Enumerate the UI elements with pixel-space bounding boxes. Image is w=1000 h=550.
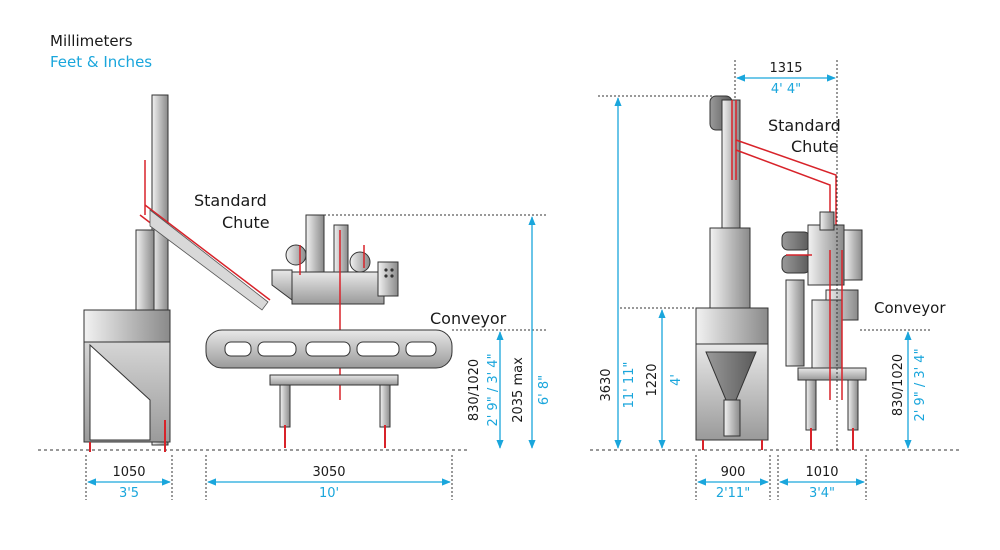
dim-base-width-mm: 1050	[112, 465, 145, 480]
dim-conveyor-length-ft: 10'	[319, 486, 339, 501]
dim-max-height-ft: 6' 8"	[537, 375, 552, 405]
dim-conveyor-width-ft: 3'4"	[809, 486, 835, 501]
dim-top-width-mm: 1315	[769, 61, 802, 76]
dim-total-height-mm: 3630	[599, 368, 614, 401]
legend-metric: Millimeters	[50, 32, 133, 50]
legend-imperial: Feet & Inches	[50, 53, 152, 71]
label-conveyor-left: Conveyor	[430, 309, 507, 328]
dim-hopper-height-ft: 4'	[669, 374, 684, 386]
dim-top-width-ft: 4' 4"	[771, 82, 801, 97]
dim-total-height-ft: 11' 11"	[622, 362, 637, 409]
dim-conveyor-height-ft: 2' 9" / 3' 4"	[486, 353, 501, 426]
dim-base-width-ft: 3'5	[119, 486, 139, 501]
dim-hopper-width-mm: 900	[721, 465, 746, 480]
dim-hopper-width-ft: 2'11"	[716, 486, 750, 501]
dim-max-height-mm: 2035 max	[511, 357, 526, 423]
label-conveyor-right: Conveyor	[874, 299, 946, 317]
right-machine-front-view	[695, 95, 867, 450]
dim-right-conveyor-height-ft: 2' 9" / 3' 4"	[913, 348, 928, 421]
dim-hopper-height-mm: 1220	[645, 363, 660, 396]
dim-right-conveyor-height-mm: 830/1020	[891, 354, 906, 416]
label-standard-chute-left-2: Chute	[222, 213, 270, 232]
label-standard-chute-left-1: Standard	[194, 191, 267, 210]
dim-conveyor-length-mm: 3050	[312, 465, 345, 480]
left-machine-side-view	[83, 94, 453, 452]
label-standard-chute-right-2: Chute	[791, 137, 839, 156]
dim-conveyor-height-mm: 830/1020	[467, 359, 482, 421]
dim-conveyor-width-mm: 1010	[805, 465, 838, 480]
label-standard-chute-right-1: Standard	[768, 116, 841, 135]
